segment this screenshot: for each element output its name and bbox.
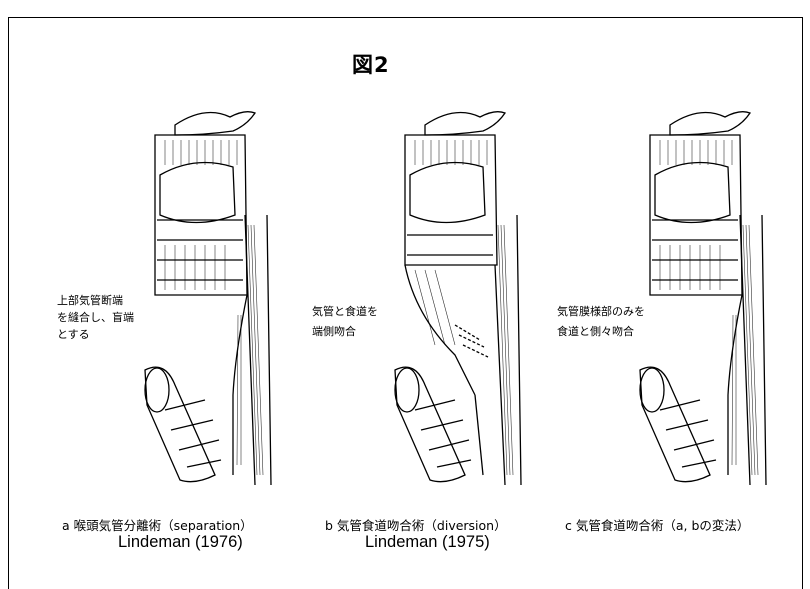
illustration-a: [135, 95, 295, 490]
figure-title: 図2: [352, 49, 390, 79]
note-a-line-1: 上部気管断端: [57, 292, 134, 309]
note-b-line-1: 気管と食道を: [312, 302, 378, 322]
caption-b: b 気管食道吻合術（diversion）: [325, 515, 507, 534]
slide-border-right: [802, 17, 803, 589]
note-a-line-2: を縫合し、盲端: [57, 309, 134, 326]
author-b: Lindeman (1975): [365, 533, 490, 552]
note-c-line-1: 気管膜様部のみを: [557, 302, 645, 322]
illustration-b: [385, 95, 545, 490]
larynx-separation-drawing: [135, 95, 295, 490]
caption-c: c 気管食道吻合術（a, bの変法）: [565, 515, 749, 534]
illustration-c: [630, 95, 790, 490]
slide-border-left: [8, 17, 9, 589]
note-c-line-2: 食道と側々吻合: [557, 322, 645, 342]
note-a: 上部気管断端 を縫合し、盲端 とする: [57, 292, 134, 343]
slide-border-top: [8, 17, 803, 18]
author-a: Lindeman (1976): [118, 533, 243, 552]
note-b-line-2: 端側吻合: [312, 322, 378, 342]
note-c: 気管膜様部のみを 食道と側々吻合: [557, 302, 645, 342]
note-b: 気管と食道を 端側吻合: [312, 302, 378, 342]
caption-a: a 喉頭気管分離術（separation）: [62, 515, 253, 534]
tracheo-esophageal-diversion-drawing: [385, 95, 545, 490]
modified-anastomosis-drawing: [630, 95, 790, 490]
note-a-line-3: とする: [57, 326, 134, 343]
